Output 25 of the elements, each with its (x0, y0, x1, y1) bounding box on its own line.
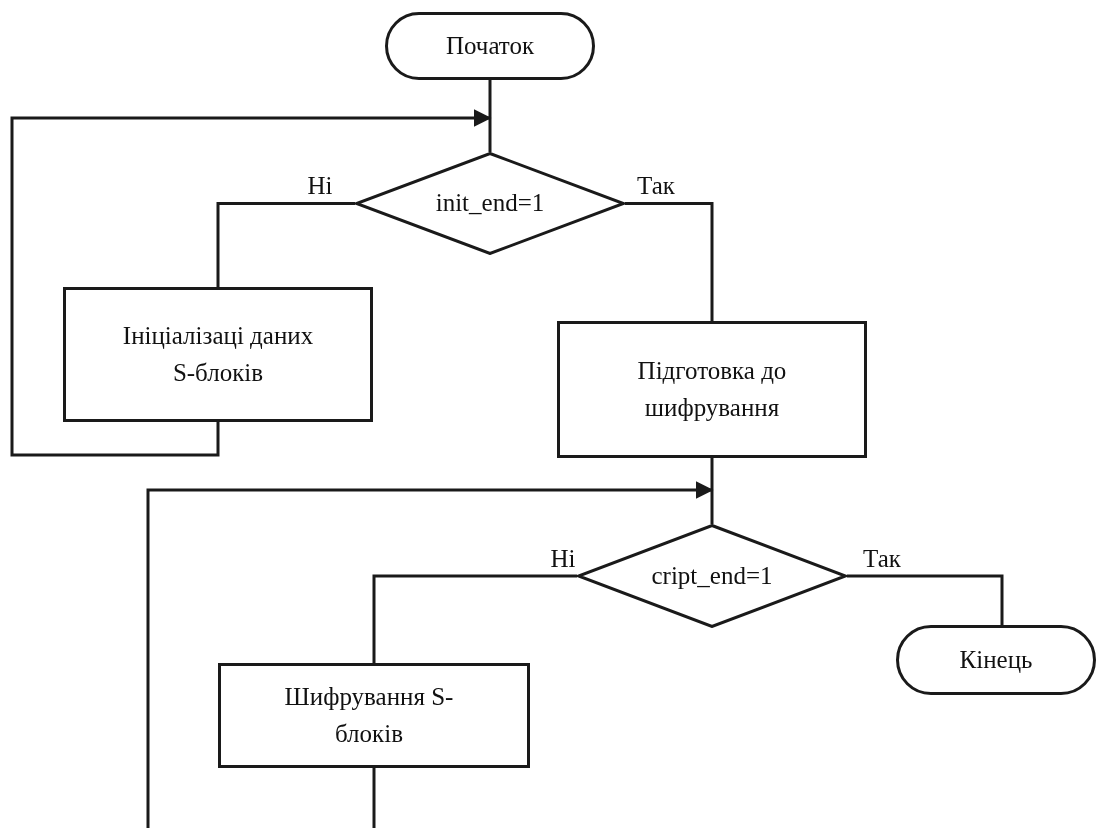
node-text: Підготовка до шифрування (636, 356, 788, 423)
arrow (146, 481, 714, 828)
node-text: Кінець (959, 644, 1033, 675)
process-box (63, 287, 373, 422)
connector-line (710, 458, 714, 524)
edge-label: Ні (307, 173, 333, 198)
node-text: Ініціалізаці даних S-блоків (121, 321, 315, 388)
connector-line (372, 768, 376, 828)
decision-diamond (577, 524, 847, 628)
connector-line (216, 202, 355, 287)
node-text: init_end=1 (435, 188, 545, 219)
node-text: Початок (445, 30, 535, 61)
process-box (218, 663, 530, 768)
connector-line (625, 202, 714, 321)
decision-diamond (355, 152, 625, 255)
connector-line (372, 574, 577, 663)
connector-line (847, 574, 1004, 625)
arrow (10, 109, 492, 457)
edge-label: Ні (550, 546, 576, 571)
node-text: cript_end=1 (651, 560, 773, 591)
process-box (557, 321, 867, 458)
connector-line (488, 80, 492, 152)
node-text: Шифрування S-блоків (283, 682, 455, 749)
edge-label: Так (637, 173, 675, 198)
edge-label: Так (863, 546, 901, 571)
